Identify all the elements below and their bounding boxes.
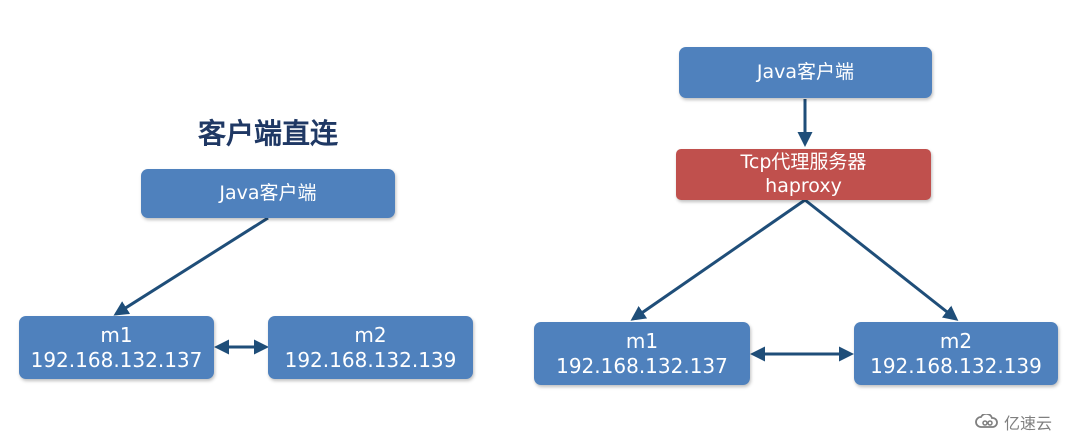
- right-m1-node: m1 192.168.132.137: [534, 322, 750, 385]
- edge-right-proxy-to-m1: [630, 198, 806, 321]
- right-m1-ip: 192.168.132.137: [556, 353, 728, 378]
- left-java-client-node: Java客户端: [141, 169, 395, 218]
- proxy-server-node: Tcp代理服务器 haproxy: [676, 149, 931, 200]
- watermark: 亿速云: [974, 410, 1052, 434]
- right-m2-ip: 192.168.132.139: [870, 353, 1042, 378]
- right-m2-name: m2: [939, 328, 973, 353]
- cloud-logo-icon: [975, 414, 998, 428]
- watermark-text: 亿速云: [1003, 414, 1052, 433]
- left-m1-ip: 192.168.132.137: [30, 347, 203, 372]
- left-m1-node: m1 192.168.132.137: [19, 316, 214, 379]
- left-m2-ip: 192.168.132.139: [284, 347, 457, 372]
- right-m2-node: m2 192.168.132.139: [854, 322, 1058, 385]
- proxy-server-software: haproxy: [765, 174, 842, 197]
- right-java-client-label: Java客户端: [756, 60, 855, 83]
- direct-connect-title: 客户端直连: [197, 117, 338, 150]
- left-m2-node: m2 192.168.132.139: [268, 316, 473, 379]
- left-m1-name: m1: [100, 322, 133, 347]
- left-java-client-label: Java客户端: [219, 181, 317, 204]
- right-java-client-node: Java客户端: [679, 47, 932, 98]
- left-m2-name: m2: [354, 322, 387, 347]
- right-m1-name: m1: [625, 328, 659, 353]
- proxy-server-label: Tcp代理服务器: [740, 150, 867, 173]
- edge-left-client-to-m1: [113, 216, 269, 316]
- edge-right-proxy-to-m2: [804, 198, 959, 321]
